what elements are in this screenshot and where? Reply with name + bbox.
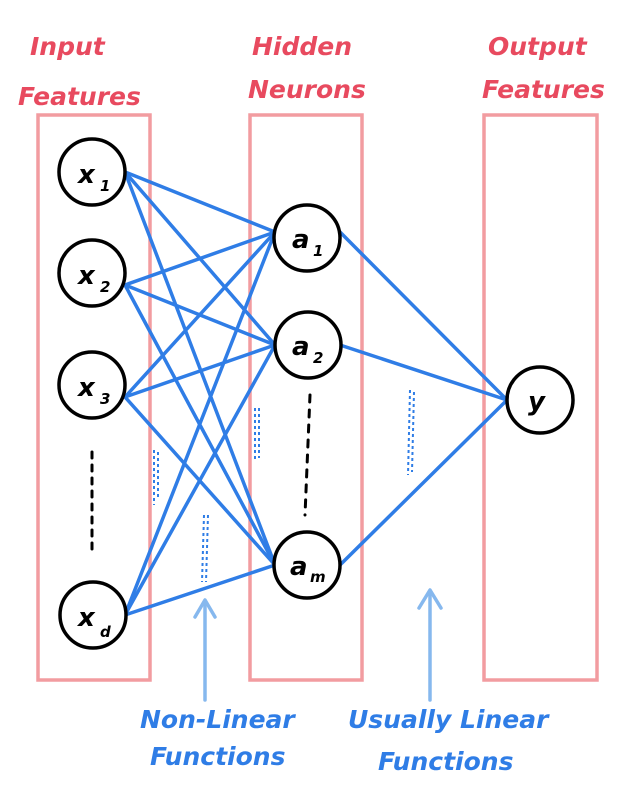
edge-x3-a1	[123, 230, 277, 399]
input-node-x2-var: x	[76, 261, 96, 291]
output-column-title-line1: Output	[488, 32, 588, 61]
input-node-xd: x d	[58, 580, 128, 650]
output-column-title-line2: Features	[482, 75, 605, 104]
connection-lines	[123, 170, 509, 617]
input-node-x3-sub: 3	[100, 390, 110, 408]
linear-more-connections-marks	[407, 389, 415, 476]
hidden-node-am-sub: m	[310, 568, 326, 586]
input-node-x1-var: x	[76, 160, 96, 190]
input-node-xd-var: x	[76, 603, 96, 633]
hidden-column-box	[248, 113, 364, 682]
nodes: x 1 x 2 x 3 x d a 1 a 2 a	[57, 137, 575, 650]
input-node-x3: x 3	[57, 350, 127, 420]
nonlinear-arrow	[193, 598, 217, 702]
edge-xd-a1	[123, 230, 277, 617]
nonlinear-annotation-line2: Functions	[150, 742, 285, 771]
nonlinear-more-connections-marks	[153, 408, 260, 583]
input-column-box	[36, 113, 152, 682]
nonlinear-annotation-line1: Non-Linear	[140, 705, 296, 734]
edge-a2-y	[338, 343, 509, 402]
linear-annotation-line2: Functions	[378, 747, 513, 776]
input-node-x2-sub: 2	[100, 278, 110, 296]
hidden-node-a1-sub: 1	[313, 242, 323, 260]
input-node-x3-var: x	[76, 373, 96, 403]
edge-xd-am	[123, 563, 277, 617]
hidden-node-am-var: a	[290, 552, 308, 582]
edge-x2-a1	[123, 230, 277, 287]
edge-xd-a2	[123, 343, 277, 617]
input-node-x1-sub: 1	[100, 177, 110, 195]
input-column-title-line1: Input	[30, 32, 106, 61]
edge-x1-a1	[123, 170, 277, 234]
hidden-node-am: a m	[272, 530, 342, 600]
linear-arrow	[417, 588, 443, 702]
edge-a1-y	[338, 230, 509, 402]
linear-annotation-line1: Usually Linear	[348, 705, 550, 734]
edge-am-y	[338, 398, 509, 567]
edge-x1-am	[123, 170, 277, 567]
output-node-y-var: y	[528, 387, 546, 417]
output-column-box	[482, 113, 599, 682]
edge-x3-a2	[123, 343, 277, 399]
output-node-y: y	[505, 365, 575, 435]
hidden-node-a1-var: a	[292, 225, 310, 255]
input-column-title-line2: Features	[18, 82, 141, 111]
input-node-xd-sub: d	[100, 623, 111, 641]
hidden-node-a2-var: a	[292, 332, 310, 362]
hidden-column-title-line2: Neurons	[248, 75, 366, 104]
input-node-x2: x 2	[57, 238, 127, 308]
hidden-column-title-line1: Hidden	[252, 32, 352, 61]
input-node-x1: x 1	[57, 137, 127, 207]
hidden-ellipsis-dots	[303, 393, 312, 517]
hidden-node-a2: a 2	[273, 310, 343, 380]
hidden-node-a2-sub: 2	[313, 349, 323, 367]
hidden-node-a1: a 1	[272, 203, 342, 273]
